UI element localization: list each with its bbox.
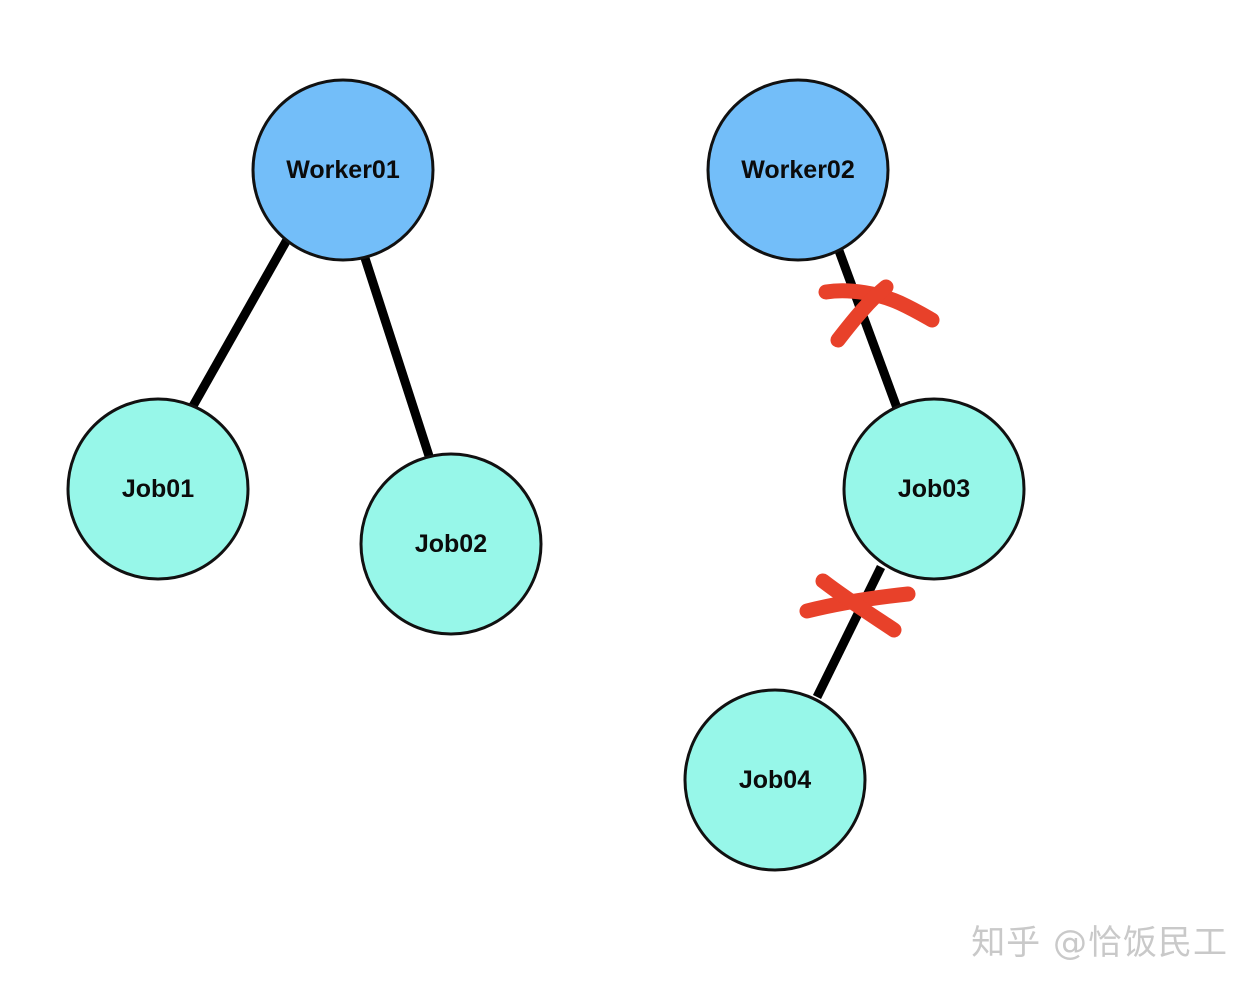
break-mark-worker02-job03 <box>818 279 940 348</box>
node-worker01: Worker01 <box>251 78 435 262</box>
edge-worker02-job03 <box>833 246 902 410</box>
job03-label: Job03 <box>898 475 970 503</box>
node-job04: Job04 <box>683 688 867 872</box>
job01-label: Job01 <box>122 475 194 503</box>
worker01-label: Worker01 <box>286 156 400 184</box>
job02-circle <box>359 452 543 636</box>
watermark-text: 知乎 @恰饭民工 <box>971 923 1228 963</box>
node-job02: Job02 <box>359 452 543 636</box>
node-job01: Job01 <box>66 397 250 581</box>
edge-job03-job04 <box>812 565 886 699</box>
edge-worker01-job02 <box>359 253 435 461</box>
node-worker02: Worker02 <box>706 78 890 262</box>
job01-circle <box>66 397 250 581</box>
worker01-circle <box>251 78 435 262</box>
worker02-label: Worker02 <box>741 156 855 184</box>
job02-label: Job02 <box>415 530 487 558</box>
edge-worker01-job01 <box>189 235 292 409</box>
node-job03: Job03 <box>842 397 1026 581</box>
job03-circle <box>842 397 1026 581</box>
job04-label: Job04 <box>739 766 811 794</box>
break-mark-job03-job04 <box>799 573 916 638</box>
worker02-circle <box>706 78 890 262</box>
job04-circle <box>683 688 867 872</box>
